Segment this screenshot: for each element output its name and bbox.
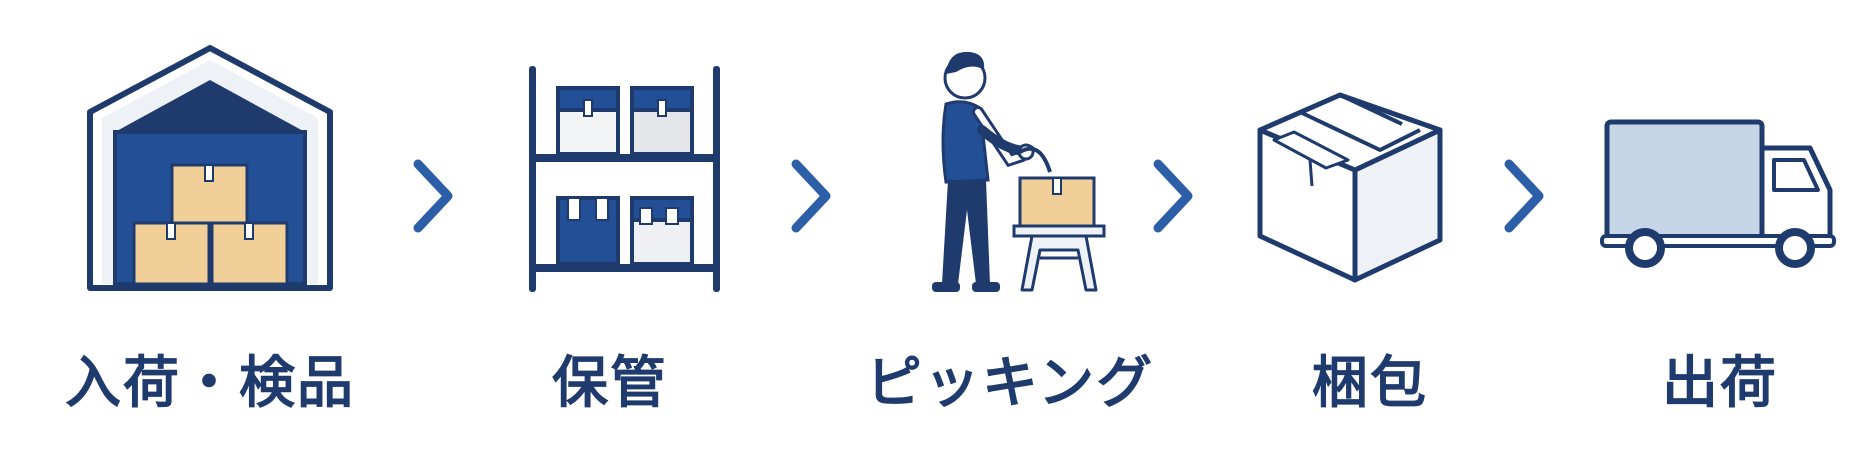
step-receiving: 入荷・検品 [60,0,360,467]
step-label-packing: 梱包 [1312,351,1428,416]
step-label-shipping: 出荷 [1662,351,1778,416]
warehouse-icon [87,45,333,291]
worker-picking-icon [932,51,1106,292]
chevron-right-icon [1504,159,1544,233]
chevron-right-icon [413,159,453,233]
truck-icon [1600,119,1836,268]
box-icon [1257,92,1443,283]
chevron-right-icon [791,159,831,233]
step-label-picking: ピッキング [865,351,1155,416]
step-label-receiving: 入荷・検品 [65,351,355,416]
step-shipping: 出荷 [1590,0,1850,467]
step-label-storage: 保管 [552,351,668,416]
step-packing: 梱包 [1240,0,1500,467]
chevron-right-icon [1153,159,1193,233]
step-storage: 保管 [470,0,770,467]
shelf-icon [529,66,720,292]
step-picking: ピッキング [860,0,1160,467]
